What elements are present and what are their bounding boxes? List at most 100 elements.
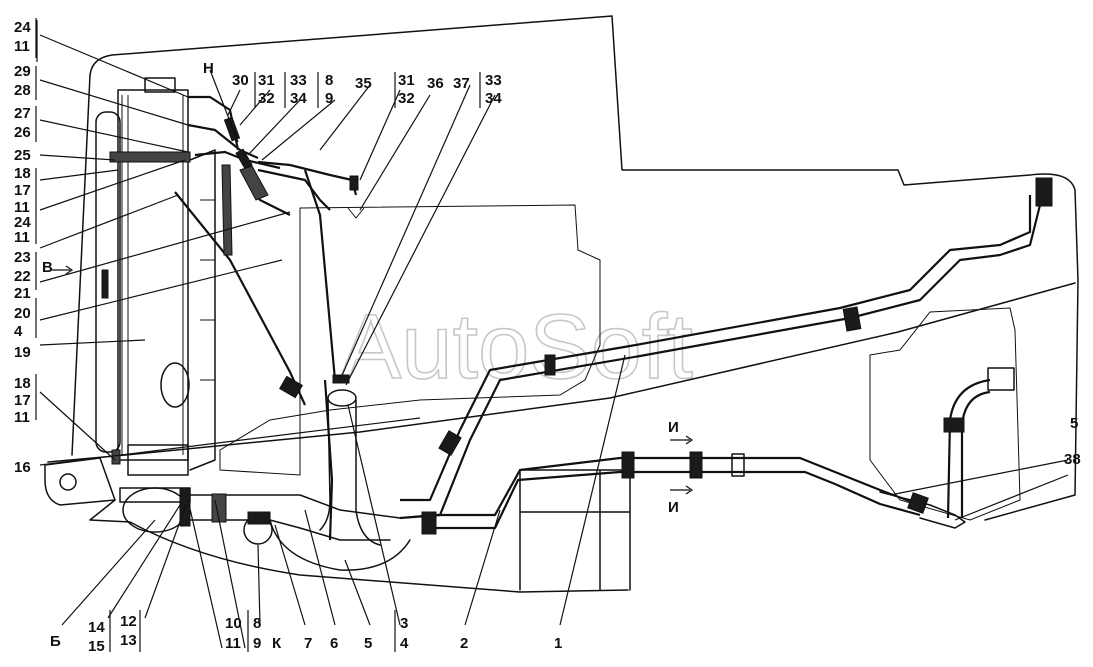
pipe-3-mouth xyxy=(327,389,357,407)
pipe-5-curve xyxy=(269,519,411,571)
label-section-i-bottom: И xyxy=(668,499,679,516)
lower-crossmember xyxy=(44,457,116,506)
label-11-top: 11 xyxy=(14,38,30,55)
pipe-1-coupling xyxy=(438,430,462,456)
label-1: 1 xyxy=(554,635,562,652)
pipe-37-down xyxy=(303,169,337,381)
threaded-stud xyxy=(221,164,233,256)
label-4-left: 4 xyxy=(14,323,23,340)
radiator-core xyxy=(117,89,189,461)
label-18-upper: 18 xyxy=(14,165,31,182)
watermark-text: AutoSoft xyxy=(340,296,693,398)
label-valve-k: К xyxy=(272,635,282,652)
label-11-bottom: 11 xyxy=(225,635,241,652)
label-section-i-top: И xyxy=(668,419,679,436)
clamp-33-34 xyxy=(235,148,253,170)
support-bracket xyxy=(519,469,631,591)
clamp-31-32 xyxy=(223,116,241,142)
label-27: 27 xyxy=(14,105,31,122)
section-mark-i-top xyxy=(670,435,694,445)
label-view-h: Н xyxy=(203,60,214,77)
label-33-right: 33 xyxy=(485,72,502,89)
label-5-right: 5 xyxy=(1070,415,1078,432)
engine-rear-outline xyxy=(869,307,1021,521)
section-mark-i-bottom xyxy=(670,485,694,495)
label-37: 37 xyxy=(453,75,470,92)
label-26: 26 xyxy=(14,124,31,141)
label-4-bottom: 4 xyxy=(400,635,409,652)
label-24-top: 24 xyxy=(14,19,31,36)
pipe-2-clamp-i xyxy=(621,451,635,479)
rear-mount-plate xyxy=(987,367,1015,391)
pipe-2 xyxy=(430,456,921,517)
pipe-2-coupling-left xyxy=(421,511,437,535)
label-11-lower: 11 xyxy=(14,409,30,426)
label-11-mid: 11 xyxy=(14,229,30,246)
clamp-31-32-right xyxy=(349,175,359,191)
pipe-2-upper xyxy=(430,470,921,530)
label-35: 35 xyxy=(355,75,372,92)
leader-lines xyxy=(36,20,1069,649)
label-23: 23 xyxy=(14,249,31,266)
radiator-filler-cap xyxy=(144,77,176,93)
pipe-38-riser xyxy=(946,378,991,519)
label-30: 30 xyxy=(232,72,249,89)
vent-tube-corrugations xyxy=(239,165,269,201)
tension-rod xyxy=(174,191,307,406)
radiator-bottom-tank xyxy=(127,444,189,476)
pipe-1-clamp-mid xyxy=(842,306,862,332)
label-17-upper: 17 xyxy=(14,182,31,199)
drain-valve-body xyxy=(247,511,271,525)
label-8-top: 8 xyxy=(325,72,333,89)
cab-outline xyxy=(89,15,1079,521)
label-32-right: 32 xyxy=(398,90,415,107)
rod-end-fitting xyxy=(279,375,303,399)
label-22: 22 xyxy=(14,268,31,285)
label-9-top: 9 xyxy=(325,90,333,107)
label-33-left: 33 xyxy=(290,72,307,89)
label-28: 28 xyxy=(14,82,31,99)
pipe-38-riser-outer xyxy=(960,390,991,518)
label-31-right: 31 xyxy=(398,72,415,89)
label-19: 19 xyxy=(14,344,31,361)
label-29: 29 xyxy=(14,63,31,80)
pipe-3-body xyxy=(319,399,381,546)
fitting-36 xyxy=(347,207,365,219)
engine-outline xyxy=(219,204,601,476)
pipe-3-down xyxy=(323,379,334,541)
label-9-bottom: 9 xyxy=(253,635,261,652)
label-7: 7 xyxy=(304,635,312,652)
label-12: 12 xyxy=(120,613,137,630)
pipe-6-lower xyxy=(189,519,391,541)
pipe-38-nut xyxy=(943,417,965,433)
pipe-1-end-fitting xyxy=(1035,177,1053,207)
label-20: 20 xyxy=(14,305,31,322)
label-2: 2 xyxy=(460,635,468,652)
fan-hub xyxy=(160,362,190,408)
label-14: 14 xyxy=(88,619,105,636)
label-13: 13 xyxy=(120,632,137,649)
label-8-bottom: 8 xyxy=(253,615,261,632)
radiator-lower-mount xyxy=(111,449,121,465)
label-25: 25 xyxy=(14,147,31,164)
cab-rear-wall xyxy=(71,74,91,456)
label-6: 6 xyxy=(330,635,338,652)
label-18-lower: 18 xyxy=(14,375,31,392)
label-tank-b: Б xyxy=(50,633,61,650)
frame-lower-edge xyxy=(89,499,629,593)
fan-shroud xyxy=(189,149,216,471)
label-11-upper: 11 xyxy=(14,199,30,216)
label-31-left: 31 xyxy=(258,72,275,89)
label-36: 36 xyxy=(427,75,444,92)
pipe-1-clamp-left xyxy=(544,354,556,376)
radiator-drain-cock xyxy=(101,269,109,299)
label-17-lower: 17 xyxy=(14,392,31,409)
radiator-mount-plate xyxy=(109,151,191,163)
upper-hose-tee xyxy=(194,150,281,170)
label-bars xyxy=(35,18,481,652)
label-16: 16 xyxy=(14,459,31,476)
label-5-bottom: 5 xyxy=(364,635,372,652)
crossmember-bolt-hole xyxy=(59,473,77,491)
